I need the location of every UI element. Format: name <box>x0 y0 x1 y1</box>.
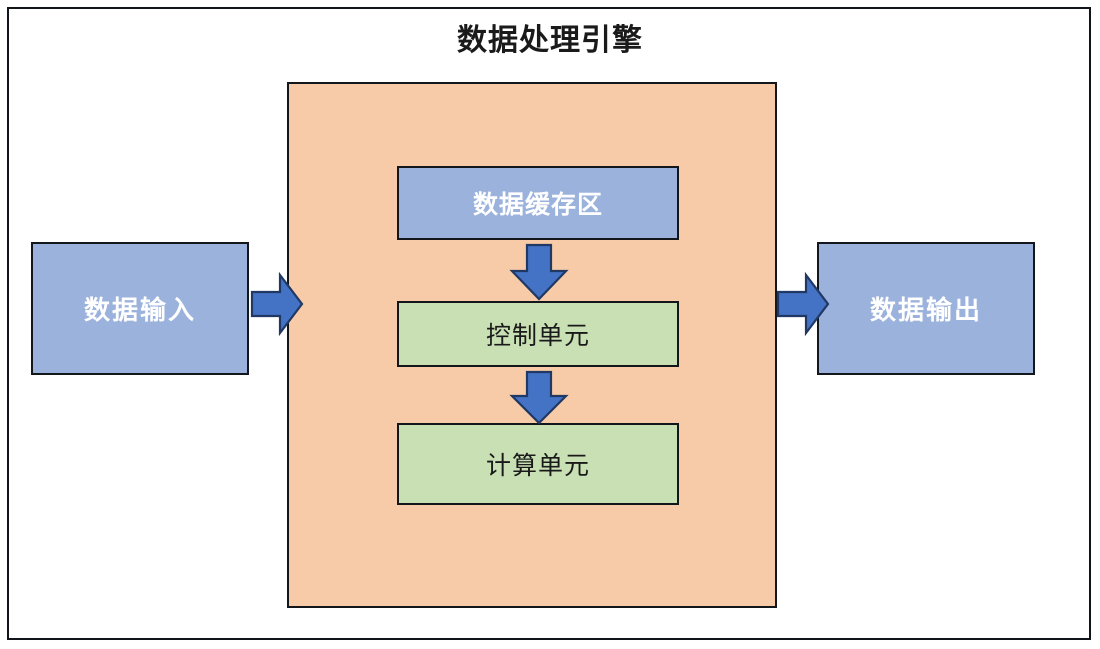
node-data-cache[interactable]: 数据缓存区 <box>397 166 679 240</box>
node-control-unit[interactable]: 控制单元 <box>397 301 679 367</box>
arrow-right-engine-to-output <box>776 271 830 337</box>
arrow-right-input-to-engine <box>250 271 304 337</box>
node-data-input[interactable]: 数据输入 <box>31 242 249 375</box>
node-data-output[interactable]: 数据输出 <box>817 242 1035 375</box>
node-compute-unit[interactable]: 计算单元 <box>397 423 679 505</box>
diagram-title: 数据处理引擎 <box>457 24 643 57</box>
arrow-down-cache-to-control <box>509 243 569 301</box>
arrow-down-control-to-compute <box>509 370 569 425</box>
